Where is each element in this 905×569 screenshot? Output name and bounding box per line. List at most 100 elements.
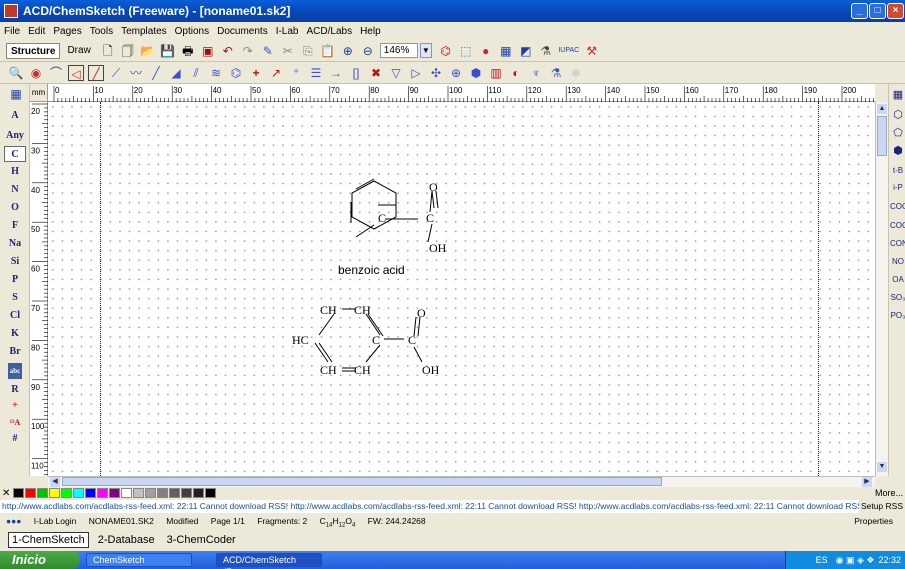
- color-swatch[interactable]: [37, 488, 49, 498]
- element-h[interactable]: H: [11, 166, 19, 177]
- periodic-table-icon[interactable]: ▦: [10, 87, 22, 101]
- flip-vertical-icon[interactable]: ▽: [391, 65, 401, 80]
- fragment-po3[interactable]: PO₃: [890, 311, 905, 320]
- bracket-icon[interactable]: []: [352, 65, 360, 80]
- reaction-icon[interactable]: ⚗: [550, 65, 562, 80]
- properties-button[interactable]: Properties: [854, 516, 893, 526]
- select-lasso-icon[interactable]: ◁: [68, 64, 84, 81]
- language-indicator[interactable]: ES: [815, 555, 828, 565]
- element-c[interactable]: C: [4, 146, 26, 162]
- element-na[interactable]: Na: [8, 238, 22, 249]
- draw-continuous-icon[interactable]: ⟋: [111, 65, 121, 80]
- open-folder-icon[interactable]: 📂: [140, 43, 156, 58]
- element-n[interactable]: N: [11, 184, 19, 195]
- horizontal-scroll-thumb[interactable]: [62, 477, 662, 486]
- color-swatch[interactable]: [13, 488, 25, 498]
- copy-icon[interactable]: ⎘: [302, 43, 313, 58]
- tools-icon[interactable]: ⚒: [586, 43, 598, 58]
- color-swatch[interactable]: [181, 488, 193, 498]
- fragment-con[interactable]: CON: [890, 239, 905, 248]
- fragment-no[interactable]: NO: [892, 257, 904, 266]
- text-label-button[interactable]: abc: [8, 363, 22, 379]
- menu-file[interactable]: File: [4, 25, 21, 37]
- iupac-button[interactable]: IUPAC: [558, 46, 580, 54]
- close-button[interactable]: ×: [887, 3, 904, 19]
- structure-mode-button[interactable]: Structure: [6, 42, 61, 59]
- color-swatch[interactable]: [73, 488, 85, 498]
- tab-database[interactable]: 2-Database: [97, 534, 155, 546]
- minimize-button[interactable]: _: [851, 3, 868, 19]
- horizontal-scrollbar[interactable]: ◀ ▶: [48, 476, 875, 487]
- element-br[interactable]: Br: [9, 346, 21, 357]
- menu-options[interactable]: Options: [174, 25, 210, 37]
- group-icon[interactable]: ▥: [490, 65, 502, 80]
- bond-hash-icon[interactable]: ⫽: [193, 65, 199, 80]
- rss-ticker[interactable]: http://www.acdlabs.com/acdlabs-rss-feed.…: [0, 500, 905, 513]
- center-icon[interactable]: ⊕: [450, 65, 462, 80]
- more-colors-button[interactable]: More...: [874, 488, 903, 498]
- color-swatch[interactable]: [169, 488, 181, 498]
- task-chemsketch-folder[interactable]: ChemSketch: [86, 553, 192, 567]
- menu-documents[interactable]: Documents: [217, 25, 268, 37]
- align-icon[interactable]: ⬢: [470, 65, 482, 80]
- color-swatch[interactable]: [193, 488, 205, 498]
- color-swatch[interactable]: [145, 488, 157, 498]
- charge-plus-button[interactable]: +: [12, 400, 18, 411]
- fragment-so3[interactable]: SO₃: [890, 293, 905, 302]
- element-s[interactable]: S: [12, 292, 18, 303]
- table-icon[interactable]: ☰: [310, 65, 322, 80]
- bond-single-icon[interactable]: ╱: [152, 65, 160, 80]
- fragment-table-icon[interactable]: ▦: [892, 89, 904, 101]
- vertical-scroll-thumb[interactable]: [877, 116, 887, 156]
- element-si[interactable]: Si: [10, 256, 20, 267]
- color-swatch[interactable]: [109, 488, 121, 498]
- print-icon[interactable]: 🖶: [182, 43, 194, 58]
- color-swatch[interactable]: [25, 488, 37, 498]
- setup-rss-button[interactable]: Setup RSS: [858, 500, 905, 513]
- arrow-icon[interactable]: ↗: [270, 65, 282, 80]
- bond-wavy-icon[interactable]: ≋: [210, 65, 222, 80]
- paste-icon[interactable]: 📋: [320, 43, 336, 58]
- color-swatch[interactable]: [121, 488, 133, 498]
- element-k[interactable]: K: [11, 328, 19, 339]
- menu-acdlabs[interactable]: ACD/Labs: [306, 25, 353, 37]
- ring-icon[interactable]: ⌬: [230, 65, 242, 80]
- menu-ilab[interactable]: I-Lab: [275, 25, 299, 37]
- delete-icon[interactable]: ✎: [262, 43, 273, 58]
- scroll-up-icon[interactable]: ▲: [877, 104, 887, 114]
- fragment-coo[interactable]: COO: [890, 221, 905, 230]
- ring-hexagon-flat-icon[interactable]: ⬢: [893, 145, 903, 157]
- color-swatch[interactable]: [85, 488, 97, 498]
- structure-view-icon[interactable]: ⌬: [440, 43, 452, 58]
- draw-normal-icon[interactable]: ╱: [88, 64, 104, 81]
- ring-hexagon-icon[interactable]: ⬡: [893, 109, 903, 121]
- element-o[interactable]: O: [11, 202, 19, 213]
- name-icon[interactable]: ⚗: [540, 43, 552, 58]
- scroll-right-icon[interactable]: ▶: [862, 477, 872, 487]
- maximize-button[interactable]: □: [869, 3, 886, 19]
- new-page-icon[interactable]: 🗋: [102, 43, 113, 58]
- scroll-down-icon[interactable]: ▼: [877, 462, 887, 472]
- color-swatch[interactable]: [133, 488, 145, 498]
- dictionary-icon[interactable]: ◩: [520, 43, 532, 58]
- start-button[interactable]: Inicio: [0, 551, 80, 569]
- zoom-dropdown-icon[interactable]: ▼: [419, 43, 432, 58]
- bond-wedge-icon[interactable]: ◢: [171, 65, 181, 80]
- move-icon[interactable]: ✣: [430, 65, 442, 80]
- element-f[interactable]: F: [11, 220, 19, 231]
- fragment-oa[interactable]: OA: [892, 275, 904, 284]
- flip-horizontal-icon[interactable]: ▷: [411, 65, 421, 80]
- export-icon[interactable]: ▣: [202, 43, 214, 58]
- menu-templates[interactable]: Templates: [121, 25, 167, 37]
- color-swatch[interactable]: [97, 488, 109, 498]
- lasso-icon[interactable]: ⌒: [49, 65, 62, 80]
- color-swatch[interactable]: [61, 488, 73, 498]
- fragment-ipr[interactable]: i-P: [893, 183, 903, 192]
- tab-chemcoder[interactable]: 3-ChemCoder: [166, 534, 236, 546]
- save-icon[interactable]: 💾: [160, 43, 176, 58]
- no-color-icon[interactable]: ✕: [2, 487, 11, 499]
- new-document-icon[interactable]: 🗍: [121, 43, 134, 58]
- zoom-in-icon[interactable]: ⊕: [342, 43, 353, 58]
- add-icon[interactable]: +: [252, 65, 260, 80]
- color-swatch[interactable]: [157, 488, 169, 498]
